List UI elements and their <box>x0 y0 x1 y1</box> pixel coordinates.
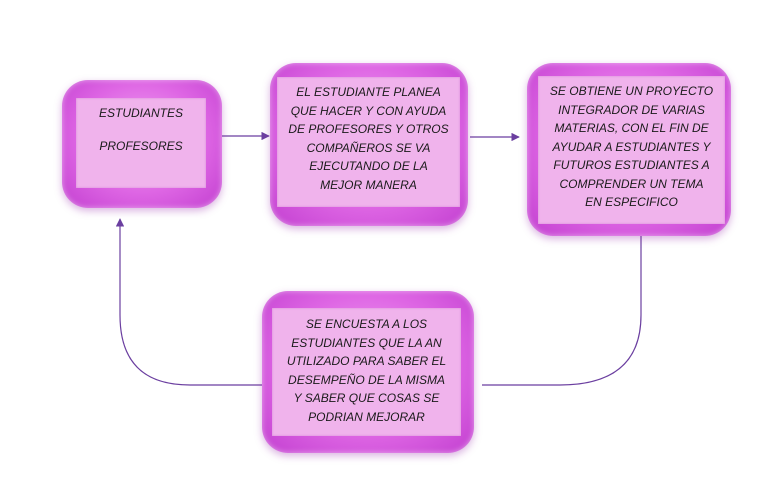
node-participants-text: ESTUDIANTES PROFESORES <box>76 98 206 188</box>
node-line: UTILIZADO PARA SABER EL <box>286 354 447 368</box>
node-line: MATERIAS, CON EL FIN DE <box>554 121 709 135</box>
node-result: SE OBTIENE UN PROYECTO INTEGRADOR DE VAR… <box>527 63 731 236</box>
node-line: MEJOR MANERA <box>320 177 417 192</box>
node-planning-text: EL ESTUDIANTE PLANEA QUE HACER Y CON AYU… <box>277 77 460 207</box>
node-line: INTEGRADOR DE VARIAS <box>558 102 705 117</box>
node-line: ESTUDIANTES QUE LA AN <box>291 335 442 350</box>
node-line: EL ESTUDIANTE PLANEA <box>296 85 441 99</box>
node-line: EJECUTANDO DE LA <box>309 159 428 173</box>
node-survey-text: SE ENCUESTA A LOS ESTUDIANTES QUE LA AN … <box>272 308 461 436</box>
node-survey: SE ENCUESTA A LOS ESTUDIANTES QUE LA AN … <box>262 291 474 453</box>
node-line: AYUDAR A ESTUDIANTES Y <box>552 139 711 154</box>
node-line: PODRIAN MEJORAR <box>308 409 425 424</box>
arrow-survey-to-participants <box>115 218 262 386</box>
node-line: DESEMPEÑO DE LA MISMA <box>288 372 445 387</box>
node-planning: EL ESTUDIANTE PLANEA QUE HACER Y CON AYU… <box>270 63 468 226</box>
node-line: ESTUDIANTES <box>98 106 183 120</box>
node-line: DE PROFESORES Y OTROS <box>288 122 449 136</box>
node-line: SE OBTIENE UN PROYECTO <box>549 84 714 98</box>
node-participants: ESTUDIANTES PROFESORES <box>62 80 222 208</box>
node-line: FUTUROS ESTUDIANTES A <box>553 158 710 172</box>
node-result-text: SE OBTIENE UN PROYECTO INTEGRADOR DE VAR… <box>538 76 725 224</box>
connector-result-to-survey <box>482 236 642 386</box>
node-line: COMPRENDER UN TEMA <box>559 176 704 191</box>
node-line: EN ESPECIFICO <box>585 195 678 209</box>
node-line: QUE HACER Y CON AYUDA <box>290 103 447 118</box>
node-line: SE ENCUESTA A LOS <box>305 317 428 331</box>
node-line: PROFESORES <box>99 138 183 153</box>
node-line: Y SABER QUE COSAS SE <box>293 391 440 405</box>
node-line: COMPAÑEROS SE VA <box>306 140 431 155</box>
